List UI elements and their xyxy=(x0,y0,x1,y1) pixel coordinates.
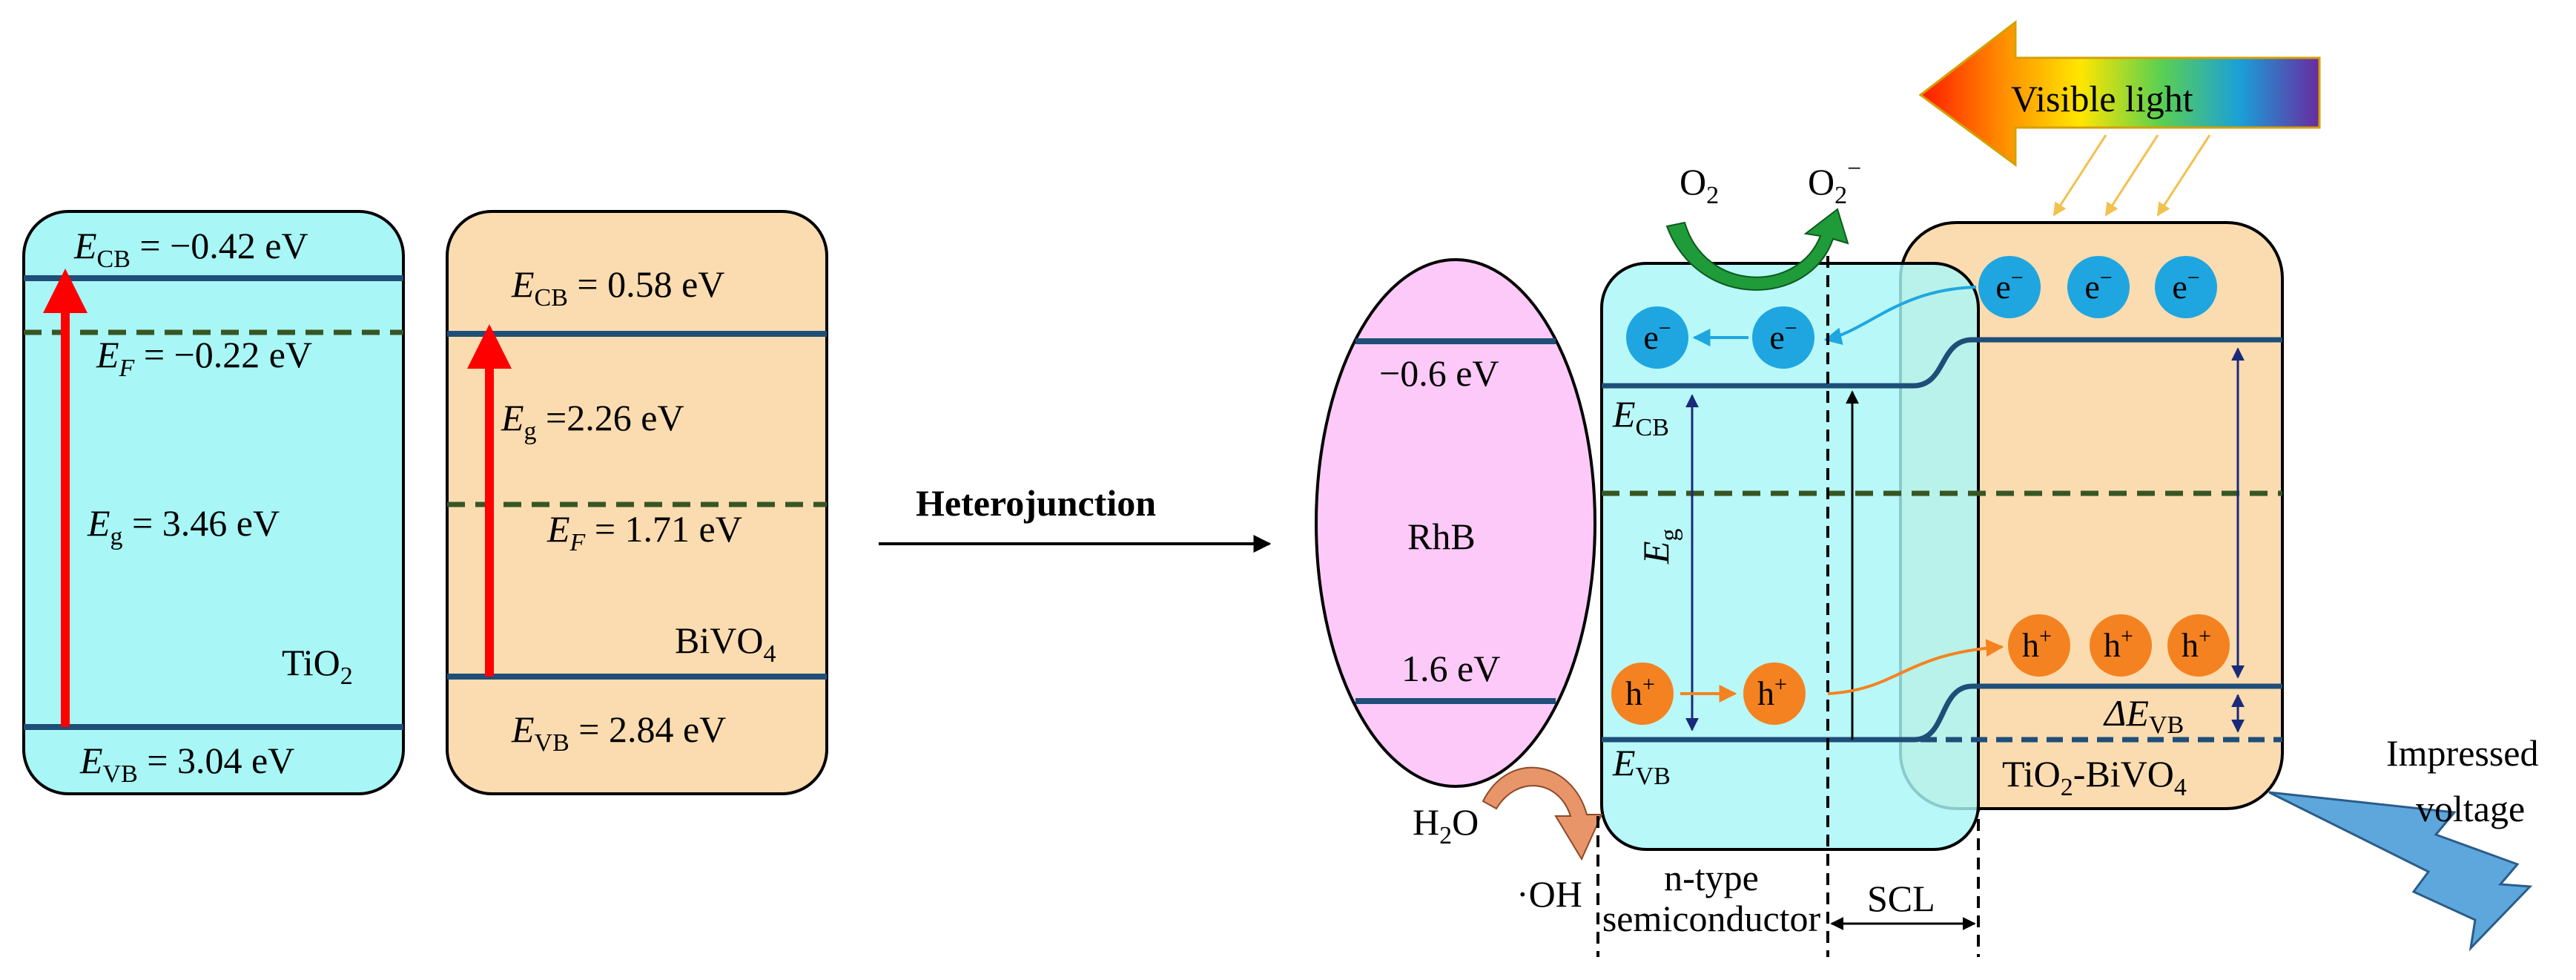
electron-particle: e− xyxy=(1978,256,2041,318)
svg-text:h+: h+ xyxy=(2022,624,2052,664)
light-ray xyxy=(2156,134,2211,217)
bivo4-ecb-label: ECB = 0.58 eV xyxy=(511,263,724,312)
rhb-molecule: −0.6 eV RhB 1.6 eV xyxy=(1315,258,1596,788)
holes: h+ h+ h+ h+ h+ xyxy=(1611,614,2230,725)
tio2-eg-label: Eg = 3.46 eV xyxy=(87,502,280,550)
composite-label: TiO2-BiVO4 xyxy=(2002,753,2187,801)
electron-particle: e− xyxy=(2155,256,2217,318)
svg-text:e−: e− xyxy=(2084,266,2112,306)
electron-particle: e− xyxy=(2067,256,2130,318)
light-ray xyxy=(2052,134,2107,217)
hole-transfer-path xyxy=(1827,639,2004,695)
heterojunction-step: Heterojunction xyxy=(879,482,1272,553)
svg-text:e−: e− xyxy=(1995,266,2023,306)
tio2-evb-label: EVB = 3.04 eV xyxy=(79,740,294,788)
eg-label: Eg xyxy=(1635,528,1683,565)
voltage-label-line2: voltage xyxy=(2416,788,2525,829)
hydroxyl-label: ·OH xyxy=(1516,873,1582,915)
light-label: Visible light xyxy=(2011,78,2193,119)
electron-injection-arrow xyxy=(1823,286,1977,345)
svg-text:h+: h+ xyxy=(2104,624,2133,664)
tio2-ecb-label: ECB = −0.42 eV xyxy=(73,225,308,273)
delta-evb-label: ΔEVB xyxy=(2103,692,2184,739)
svg-text:e−: e− xyxy=(1643,316,1671,356)
svg-text:h+: h+ xyxy=(1757,672,1787,712)
water-oxidation: H2O ·OH xyxy=(1413,766,1603,915)
voltage-label-line1: Impressed xyxy=(2386,732,2539,774)
vb-band-bent xyxy=(1602,683,2282,743)
rhb-name: RhB xyxy=(1407,516,1476,557)
electrons: e− e− e− e− e− xyxy=(1626,256,2217,369)
impressed-voltage: Impressed voltage xyxy=(2268,732,2539,952)
hole-particle: h+ xyxy=(1743,662,1806,725)
tio2-ef-label: EF = −0.22 eV xyxy=(96,334,312,382)
evb-label: EVB xyxy=(1612,742,1671,790)
hole-particle: h+ xyxy=(2008,614,2070,677)
svg-text:e−: e− xyxy=(1769,316,1797,356)
tio2-material-label: TiO2 xyxy=(282,642,353,690)
ecb-label: ECB xyxy=(1612,393,1669,441)
region-boundaries: n-type semiconductor SCL xyxy=(1596,256,1980,957)
o2-label: O2 xyxy=(1680,161,1719,209)
h2o-oxidation-arrow xyxy=(1482,766,1603,861)
electron-particle: e− xyxy=(1752,306,1814,369)
voltage-bolt-icon xyxy=(2268,791,2533,952)
electron-particle: e− xyxy=(1626,306,1688,369)
water-label: H2O xyxy=(1413,801,1479,849)
light-arrow xyxy=(1918,19,2321,167)
n-type-label-line1: n-type xyxy=(1664,857,1759,898)
light-ray xyxy=(2104,134,2159,217)
bivo4-evb-label: EVB = 2.84 eV xyxy=(511,708,726,757)
rhb-lumo-label: −0.6 eV xyxy=(1379,352,1499,394)
tio2-panel: ECB = −0.42 eV EF = −0.22 eV Eg = 3.46 e… xyxy=(22,210,405,795)
visible-light: Visible light xyxy=(1918,19,2321,217)
superoxide-label: O2− xyxy=(1808,155,1861,209)
rhb-ellipse xyxy=(1315,258,1596,788)
tio2-box xyxy=(22,210,405,795)
svg-text:e−: e− xyxy=(2172,266,2199,306)
hole-particle: h+ xyxy=(2090,614,2152,677)
svg-text:h+: h+ xyxy=(2182,624,2211,664)
n-type-label-line2: semiconductor xyxy=(1602,898,1821,939)
oxygen-reduction: O2 O2− xyxy=(1665,155,1861,291)
cb-band-bent xyxy=(1602,337,2282,389)
o2-reduction-arrow xyxy=(1665,208,1849,291)
rhb-homo-label: 1.6 eV xyxy=(1401,648,1500,689)
bivo4-panel: ECB = 0.58 eV Eg =2.26 eV EF = 1.71 eV B… xyxy=(446,210,828,795)
bivo4-ef-label: EF = 1.71 eV xyxy=(546,508,742,556)
svg-text:h+: h+ xyxy=(1625,672,1655,712)
hole-particle: h+ xyxy=(1611,662,1674,725)
bivo4-material-label: BiVO4 xyxy=(675,619,776,668)
scl-label: SCL xyxy=(1867,878,1935,919)
heterojunction-label: Heterojunction xyxy=(916,482,1156,524)
hole-particle: h+ xyxy=(2167,614,2230,677)
bivo4-eg-label: Eg =2.26 eV xyxy=(501,397,684,445)
